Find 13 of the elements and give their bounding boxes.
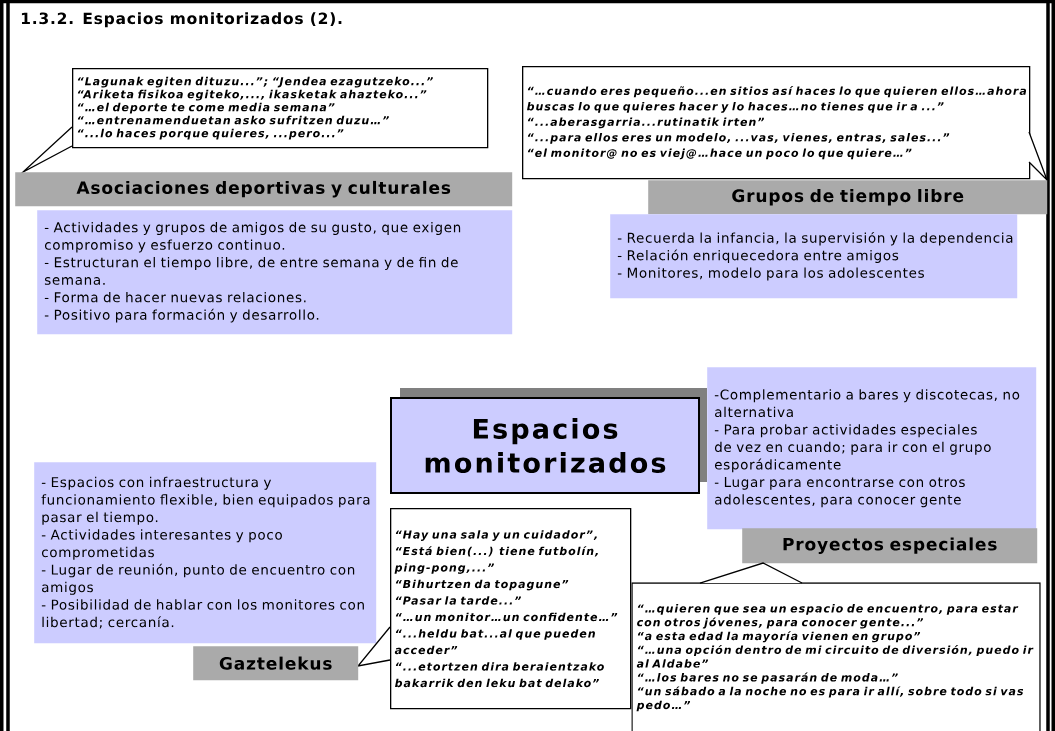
heading-band: Asociaciones deportivas y culturales <box>15 172 513 207</box>
text-panel: -Complementario a bares y discotecas, no alternativa - Para probar actividades especiales de vez en cuando; para ir con el grupo esporádicamente - Lugar para encontrarse con otros adolescentes, para conocer gente <box>707 367 1037 530</box>
text-panel: - Actividades y grupos de amigos de su gusto, que exigen compromiso y esfuerzo continuo. - Estructuran el tiempo libre, de entre semana y de fin de semana. - Forma de hacer nuevas relaciones. - Positivo para formación y desarrollo. <box>37 210 513 335</box>
page-title: 1.3.2. Espacios monitorizados (2). <box>21 12 342 28</box>
title-box: Espacios monitorizados <box>390 388 707 494</box>
heading-band: Grupos de tiempo libre <box>648 180 1048 215</box>
text-panel: - Recuerda la infancia, la supervisión y la dependencia - Relación enriquecedora entre amigos - Monitores, modelo para los adolescentes <box>610 214 1018 299</box>
speech-bubble: “Lagunak egiten dituzu...”; “Jendea ezagutzeko...” “Ariketa fisikoa egiteko,..., ikasketak ahazteko...” “…el deporte te come media semana” “…entrenamenduetan asko sufritzen duzu…” “...lo haces porque quieres, ...pero...” <box>18 68 489 175</box>
heading-band: Gaztelekus <box>193 646 359 681</box>
text-panel: - Espacios con infraestructura y funcionamiento flexible, bien equipados para pasar el tiempo. - Actividades interesantes y poco comprometidas - Lugar de reunión, punto de encuentro con amigos - Posibilidad de hablar con los monitores con libertad; cercanía. <box>34 462 377 644</box>
speech-bubble: “…cuando eres pequeño...en sitios así haces lo que quieren ellos…ahora buscas lo que quieres hacer y lo haces…no tienes que ir a ...” “...aberasgarria...rutinatik irten” “...para ellos eres un modelo, ...vas, vienes, entras, sales...” “el monitor@ no es viej@…hace un poco lo que quiere…” <box>522 66 1049 183</box>
speech-bubble: “…quieren que sea un espacio de encuentro, para estar con otros jóvenes, para conocer gente...” “a esta edad la mayoría vienen en grupo” “…una opción dentro de mi circuito de diversión, puedo ir al Aldabe” “…los bares no se pasarán de moda…” “un sábado a la noche no es para ir allí, sobre todo si vas pedo…” <box>631 562 1041 731</box>
heading-band: Proyectos especiales <box>742 528 1038 564</box>
